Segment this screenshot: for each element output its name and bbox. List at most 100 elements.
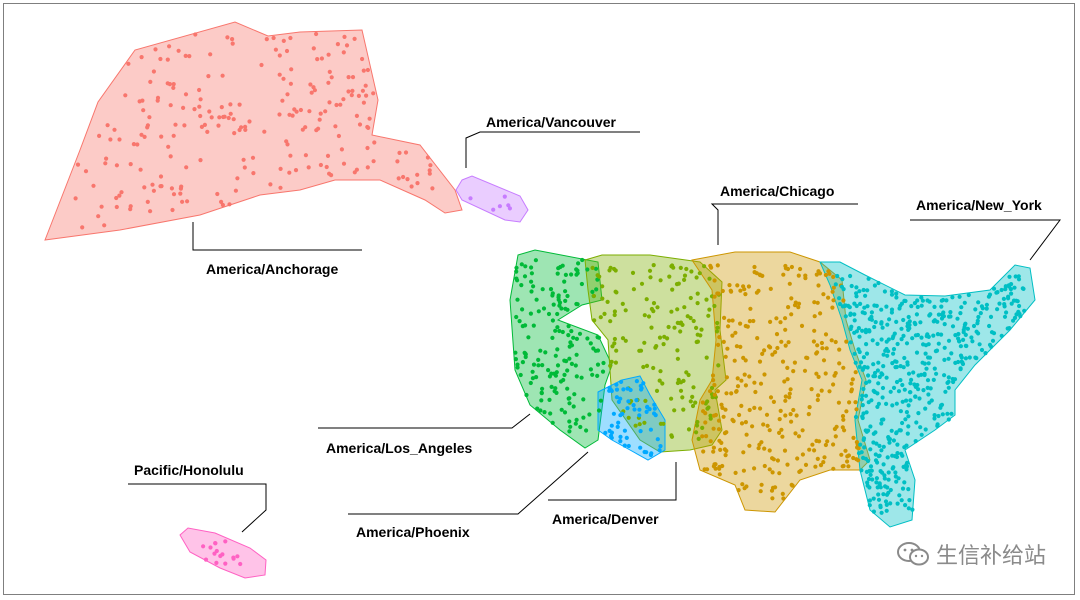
location-point-anchorage — [311, 46, 316, 51]
location-point-los-angeles — [560, 329, 565, 335]
location-point-chicago — [746, 284, 752, 289]
location-point-new-york — [861, 437, 866, 442]
location-point-anchorage — [235, 176, 240, 181]
location-point-denver — [620, 301, 625, 306]
location-point-chicago — [762, 463, 767, 469]
location-point-new-york — [890, 466, 895, 471]
location-point-new-york — [891, 347, 897, 352]
location-point-anchorage — [171, 85, 176, 90]
location-point-los-angeles — [519, 283, 524, 288]
leader-honolulu — [128, 483, 267, 533]
location-point-anchorage — [168, 154, 173, 159]
location-point-new-york — [1008, 287, 1014, 292]
location-point-anchorage — [403, 150, 409, 155]
location-point-phoenix — [638, 445, 643, 450]
location-point-chicago — [719, 440, 724, 445]
location-point-chicago — [768, 319, 773, 324]
location-point-new-york — [867, 485, 872, 490]
location-point-new-york — [910, 507, 915, 512]
location-point-denver — [709, 385, 715, 391]
location-point-chicago — [770, 352, 775, 357]
location-point-chicago — [831, 298, 836, 303]
location-point-anchorage — [346, 89, 351, 94]
location-point-new-york — [909, 304, 914, 309]
location-point-new-york — [884, 346, 889, 352]
location-point-new-york — [919, 303, 924, 308]
location-point-anchorage — [361, 100, 366, 105]
location-point-chicago — [832, 373, 837, 378]
location-point-chicago — [841, 298, 846, 303]
location-point-los-angeles — [542, 410, 547, 415]
location-point-new-york — [915, 298, 920, 303]
location-point-chicago — [747, 374, 752, 379]
location-point-anchorage — [364, 93, 369, 98]
location-point-anchorage — [303, 153, 308, 158]
location-point-new-york — [897, 493, 902, 498]
location-point-anchorage — [126, 61, 131, 66]
location-point-phoenix — [618, 434, 623, 439]
location-point-chicago — [825, 439, 830, 444]
location-point-anchorage — [365, 165, 370, 170]
location-point-los-angeles — [600, 369, 606, 374]
location-point-anchorage — [171, 133, 176, 138]
location-point-honolulu — [214, 560, 219, 566]
location-point-denver — [607, 268, 612, 273]
location-point-anchorage — [360, 88, 365, 93]
location-point-new-york — [871, 496, 876, 501]
location-point-anchorage — [329, 75, 334, 80]
location-point-new-york — [895, 501, 900, 506]
location-point-new-york — [944, 298, 949, 303]
location-point-denver — [707, 307, 712, 312]
location-point-chicago — [796, 305, 801, 310]
location-point-phoenix — [641, 381, 646, 386]
location-point-new-york — [959, 359, 964, 364]
location-point-new-york — [926, 342, 931, 347]
location-point-new-york — [863, 456, 869, 461]
location-point-honolulu — [208, 545, 213, 550]
location-point-denver — [590, 265, 595, 270]
location-point-anchorage — [314, 31, 319, 37]
location-point-los-angeles — [541, 306, 547, 311]
location-point-phoenix — [637, 407, 642, 412]
location-point-anchorage — [333, 124, 338, 129]
location-point-new-york — [904, 341, 910, 346]
location-point-new-york — [939, 304, 944, 309]
location-point-anchorage — [281, 76, 286, 81]
location-point-new-york — [935, 319, 940, 324]
location-point-anchorage — [247, 119, 252, 124]
location-point-anchorage — [151, 188, 156, 193]
location-point-new-york — [878, 485, 883, 490]
location-point-chicago — [806, 412, 811, 417]
location-point-denver — [693, 400, 698, 405]
location-point-los-angeles — [568, 424, 573, 429]
location-point-phoenix — [644, 409, 649, 414]
location-point-chicago — [771, 399, 777, 404]
location-point-chicago — [724, 391, 729, 396]
location-point-anchorage — [131, 142, 136, 147]
location-point-los-angeles — [553, 386, 558, 391]
location-point-los-angeles — [566, 333, 571, 338]
location-point-los-angeles — [546, 368, 551, 373]
location-point-anchorage — [427, 168, 432, 173]
location-point-new-york — [839, 284, 845, 289]
location-point-chicago — [775, 458, 781, 463]
location-point-chicago — [758, 381, 764, 386]
location-point-chicago — [723, 453, 728, 458]
location-point-denver — [704, 355, 709, 360]
location-point-chicago — [788, 387, 793, 392]
location-point-new-york — [843, 314, 848, 319]
location-point-los-angeles — [563, 272, 569, 277]
leader-los-angeles — [318, 413, 531, 429]
location-point-los-angeles — [574, 417, 579, 422]
location-point-chicago — [789, 296, 794, 301]
location-point-new-york — [936, 413, 941, 419]
location-point-chicago — [755, 336, 760, 341]
location-point-new-york — [877, 443, 882, 448]
location-point-anchorage — [242, 165, 247, 170]
location-point-denver — [714, 329, 720, 334]
location-point-new-york — [907, 498, 912, 503]
location-point-los-angeles — [562, 410, 568, 415]
location-point-new-york — [873, 320, 878, 325]
location-point-los-angeles — [579, 375, 584, 380]
location-point-chicago — [783, 413, 788, 418]
